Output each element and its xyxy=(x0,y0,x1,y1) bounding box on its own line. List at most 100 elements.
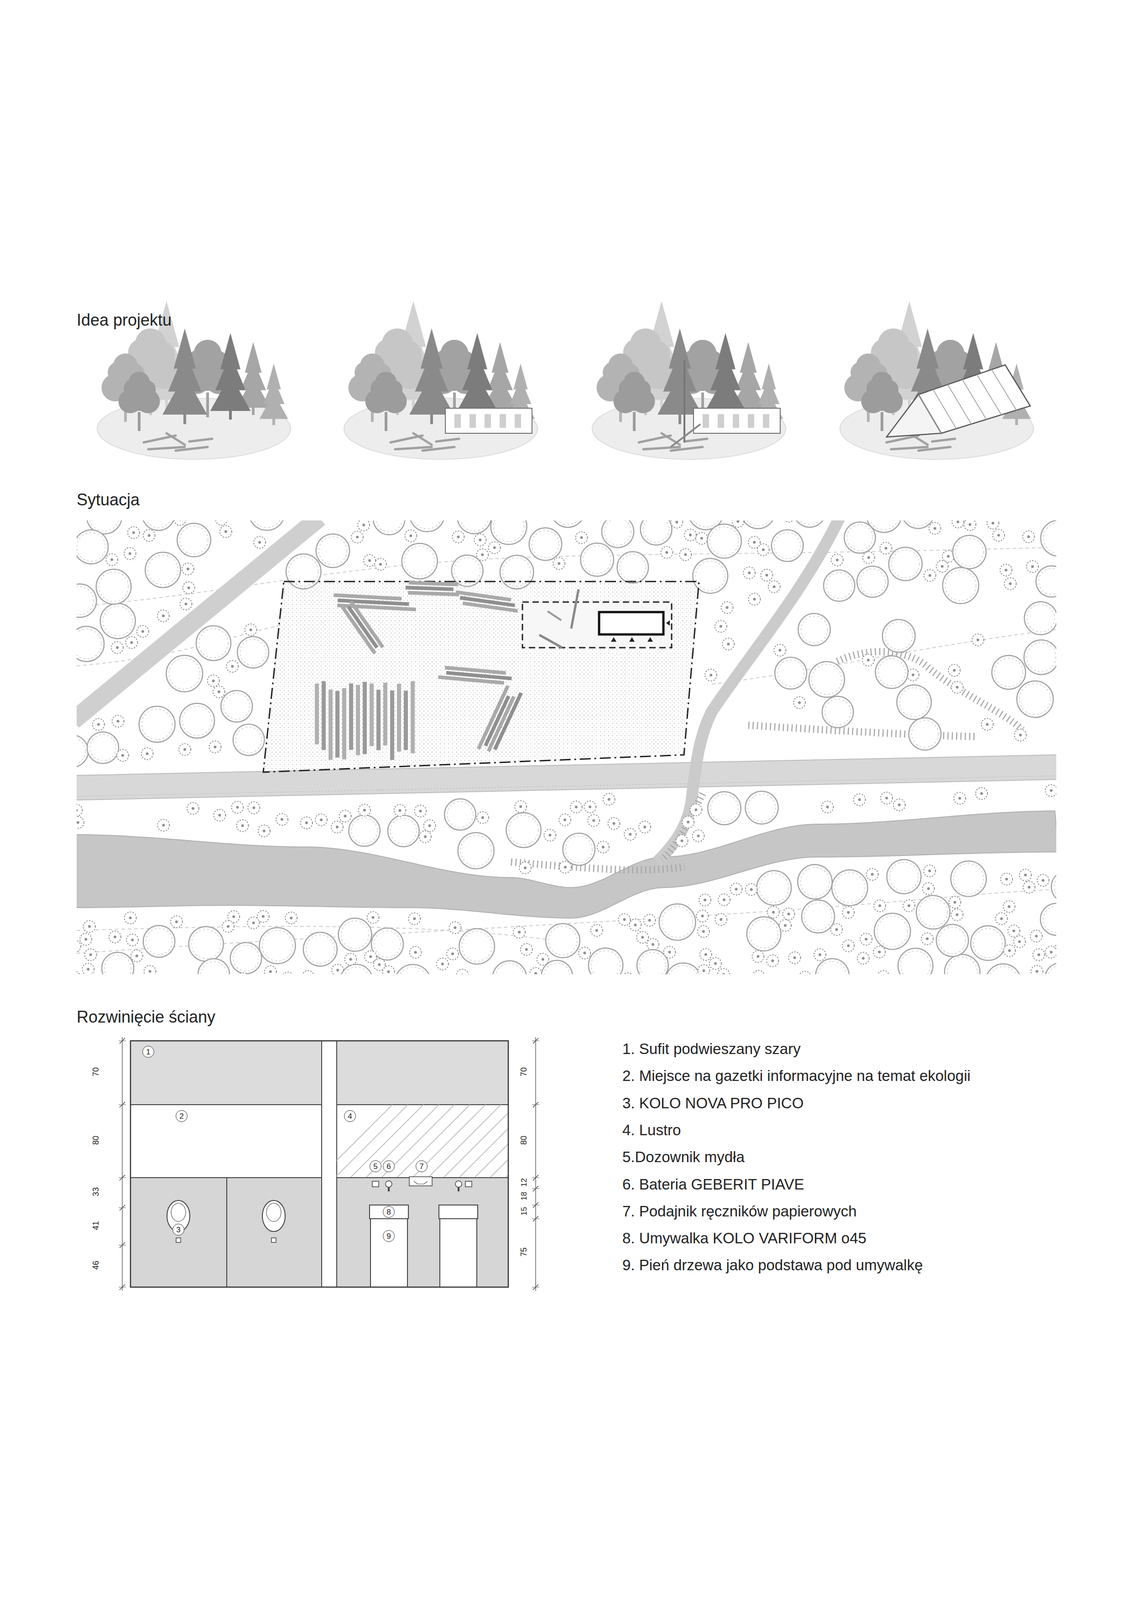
shrub-plan xyxy=(1000,873,1013,886)
tree-crown-inner xyxy=(824,699,851,726)
tree-crown xyxy=(879,380,899,400)
shrub-centre xyxy=(884,547,888,550)
log xyxy=(390,690,395,761)
dimension-extension xyxy=(118,1245,126,1247)
shrub-centre xyxy=(709,673,713,677)
shrub-plan xyxy=(476,548,489,561)
shrub-centre xyxy=(648,919,652,923)
shrub-plan xyxy=(79,933,92,946)
pavilion-window xyxy=(484,414,491,428)
tree-crown-inner xyxy=(945,570,976,601)
tree-crown-inner xyxy=(1026,642,1056,673)
pavilion-window xyxy=(717,414,725,428)
shrub-plan xyxy=(992,529,1005,542)
log xyxy=(335,691,340,758)
tree-crown-plan xyxy=(76,626,105,662)
shrub-plan xyxy=(584,801,596,814)
shrub-plan xyxy=(1014,729,1027,742)
log-bundle xyxy=(438,665,512,686)
shrub-plan xyxy=(684,529,697,542)
tree-crown-inner xyxy=(182,706,212,736)
shrub-centre xyxy=(76,821,80,825)
shrub-plan xyxy=(670,520,683,529)
entrance-mark xyxy=(666,620,670,626)
shrub-plan xyxy=(893,799,906,812)
shrub-centre xyxy=(725,606,729,610)
shrub-centre xyxy=(607,798,611,801)
shrub-centre xyxy=(946,555,950,559)
shrub-centre xyxy=(700,537,704,540)
shrub-centre xyxy=(633,923,637,927)
shrub-centre xyxy=(897,803,901,807)
tree-crown-plan xyxy=(87,732,119,764)
shrub-centre xyxy=(289,917,293,920)
shrub-centre xyxy=(787,912,791,916)
shrub-plan xyxy=(873,900,886,913)
mirror-hatch-line xyxy=(396,1105,470,1179)
shrub-plan xyxy=(624,828,637,841)
shrub-centre xyxy=(478,538,482,542)
urinal-bowl xyxy=(171,1203,186,1222)
shrub-plan xyxy=(180,598,193,611)
pavilion-zone xyxy=(522,602,672,648)
tree-crown-inner xyxy=(811,664,842,695)
shrub-centre xyxy=(834,928,838,932)
shrub-plan xyxy=(782,908,795,921)
shrub-centre xyxy=(980,792,983,796)
tree-crown-plan xyxy=(303,932,338,967)
shrub-plan xyxy=(76,804,83,817)
log xyxy=(422,447,455,451)
shrub-centre xyxy=(212,679,215,683)
shrub-centre xyxy=(702,969,705,973)
shrub-plan xyxy=(745,883,758,896)
shrub-centre xyxy=(461,974,465,975)
shrub-plan xyxy=(105,553,118,566)
shrub-plan xyxy=(590,924,603,937)
tree-crown-plan xyxy=(401,543,438,580)
tree-crown-inner xyxy=(233,945,260,972)
tree-crown-inner xyxy=(667,965,699,975)
shrub-centre xyxy=(1049,789,1053,793)
roof-rib xyxy=(962,379,987,420)
tree-crown-plan xyxy=(746,917,782,952)
shrub-centre xyxy=(704,953,708,957)
shrub-plan xyxy=(300,817,313,830)
log xyxy=(408,581,459,587)
tree-crown-plan xyxy=(707,524,742,559)
tree-crown-inner xyxy=(885,622,913,650)
shrub-centre xyxy=(592,819,595,823)
shrub-plan xyxy=(84,949,97,961)
tree-crown-inner xyxy=(461,931,492,962)
tree-trunk xyxy=(880,412,884,432)
tree-crown-plan xyxy=(952,535,986,569)
tree-crown-inner xyxy=(239,639,267,666)
dimension-extension xyxy=(532,1189,540,1190)
tree-crown-inner xyxy=(144,520,173,528)
tree-crown-plan xyxy=(492,960,527,975)
tree-crown-plan xyxy=(665,963,701,975)
shrub-plan xyxy=(213,686,225,699)
tree-crown-inner xyxy=(341,921,370,950)
legend-entry: 1. Sufit podwieszany szary xyxy=(622,1040,801,1059)
shrub-plan xyxy=(862,552,875,564)
tree-crown-inner xyxy=(953,864,984,895)
tree-crown-inner xyxy=(859,568,886,595)
legend-entry: 9. Pień drzewa jako podstawa pod umywalk… xyxy=(622,1256,924,1275)
log xyxy=(175,447,208,451)
shrub-centre xyxy=(871,873,874,877)
tree-crown-plan xyxy=(458,832,495,869)
pavilion-window xyxy=(499,414,507,428)
shrub-plan xyxy=(902,900,915,913)
shrub-plan xyxy=(281,972,294,975)
shrub-plan xyxy=(394,804,407,817)
shrub-plan xyxy=(679,548,692,561)
shrub-centre xyxy=(736,520,740,523)
shrub-centre xyxy=(217,690,221,694)
tree-crown-plan xyxy=(340,964,373,975)
legend-entry: 4. Lustro xyxy=(622,1121,681,1140)
tree-crown-inner xyxy=(1038,568,1057,595)
shrub-centre xyxy=(641,936,644,939)
tree-crown-plan xyxy=(886,859,922,894)
shrub-plan xyxy=(446,948,459,960)
log-bundle xyxy=(405,580,460,597)
